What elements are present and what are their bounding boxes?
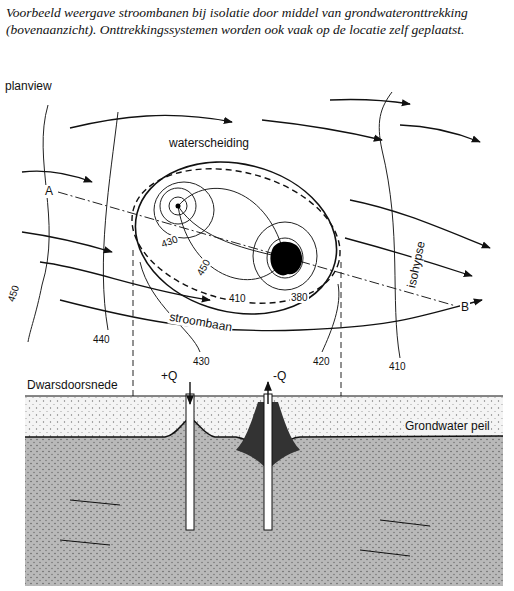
contour: [160, 188, 196, 224]
layer-label: Grondwater peil: [404, 420, 491, 433]
contour-value: 430: [192, 356, 211, 367]
flow-line: [22, 232, 112, 252]
contour-value: 420: [312, 356, 331, 367]
flow-line: [330, 100, 410, 105]
isohypse-lines: [28, 92, 400, 358]
flow-line: [40, 262, 210, 300]
flow-marks: [60, 500, 430, 556]
map-label: isohypse: [405, 239, 428, 290]
extraction-well-pipe: [264, 394, 272, 530]
contour: [253, 222, 317, 290]
flow-mark: [380, 520, 430, 526]
contour-value: 410: [388, 361, 407, 372]
map-label: stroombaan: [167, 310, 234, 334]
projection-lines: [133, 250, 341, 396]
flow-line: [400, 125, 480, 142]
well-contours: [154, 182, 317, 290]
wells: [186, 382, 272, 530]
contour-value: 410: [228, 293, 247, 304]
flow-symbol: +Q: [160, 370, 178, 383]
figure-caption: Voorbeeld weergave stroombanen bij isola…: [6, 4, 506, 38]
flow-mark: [70, 500, 120, 505]
extraction-arrow: [267, 382, 268, 404]
isohypse: [322, 284, 339, 352]
contour-value: 380: [290, 292, 309, 303]
flow-line: [60, 300, 482, 331]
section-marker: A: [44, 185, 54, 198]
injection-arrow: [189, 382, 190, 404]
flow-line: [262, 120, 382, 140]
isohypse: [103, 112, 118, 330]
contour-value: 430: [159, 233, 180, 250]
contamination-spot: [270, 242, 302, 276]
flow-lines: [22, 100, 490, 331]
isohypse: [379, 92, 400, 358]
flow-mark: [60, 540, 110, 545]
flow-mark: [360, 550, 410, 556]
view-title: planview: [4, 80, 53, 93]
injection-well-pipe: [186, 394, 194, 530]
contour-value: 450: [194, 257, 213, 279]
projection-line: [133, 250, 134, 396]
contour-value: 450: [5, 283, 21, 304]
flow-line: [70, 115, 232, 128]
projection-line: [341, 262, 342, 396]
stream-line: [178, 206, 285, 280]
contour-value: 440: [92, 334, 111, 345]
section-marker: B: [460, 301, 470, 314]
section-line: [58, 192, 456, 306]
isohypse: [28, 105, 49, 342]
view-title: Dwarsdoorsnede: [26, 379, 119, 392]
map-label: waterscheiding: [168, 137, 250, 150]
isolation-zone: [118, 148, 355, 323]
injection-well: [176, 204, 181, 209]
flow-line: [22, 171, 92, 182]
flow-symbol: -Q: [272, 370, 287, 383]
stream-line: [178, 206, 285, 258]
